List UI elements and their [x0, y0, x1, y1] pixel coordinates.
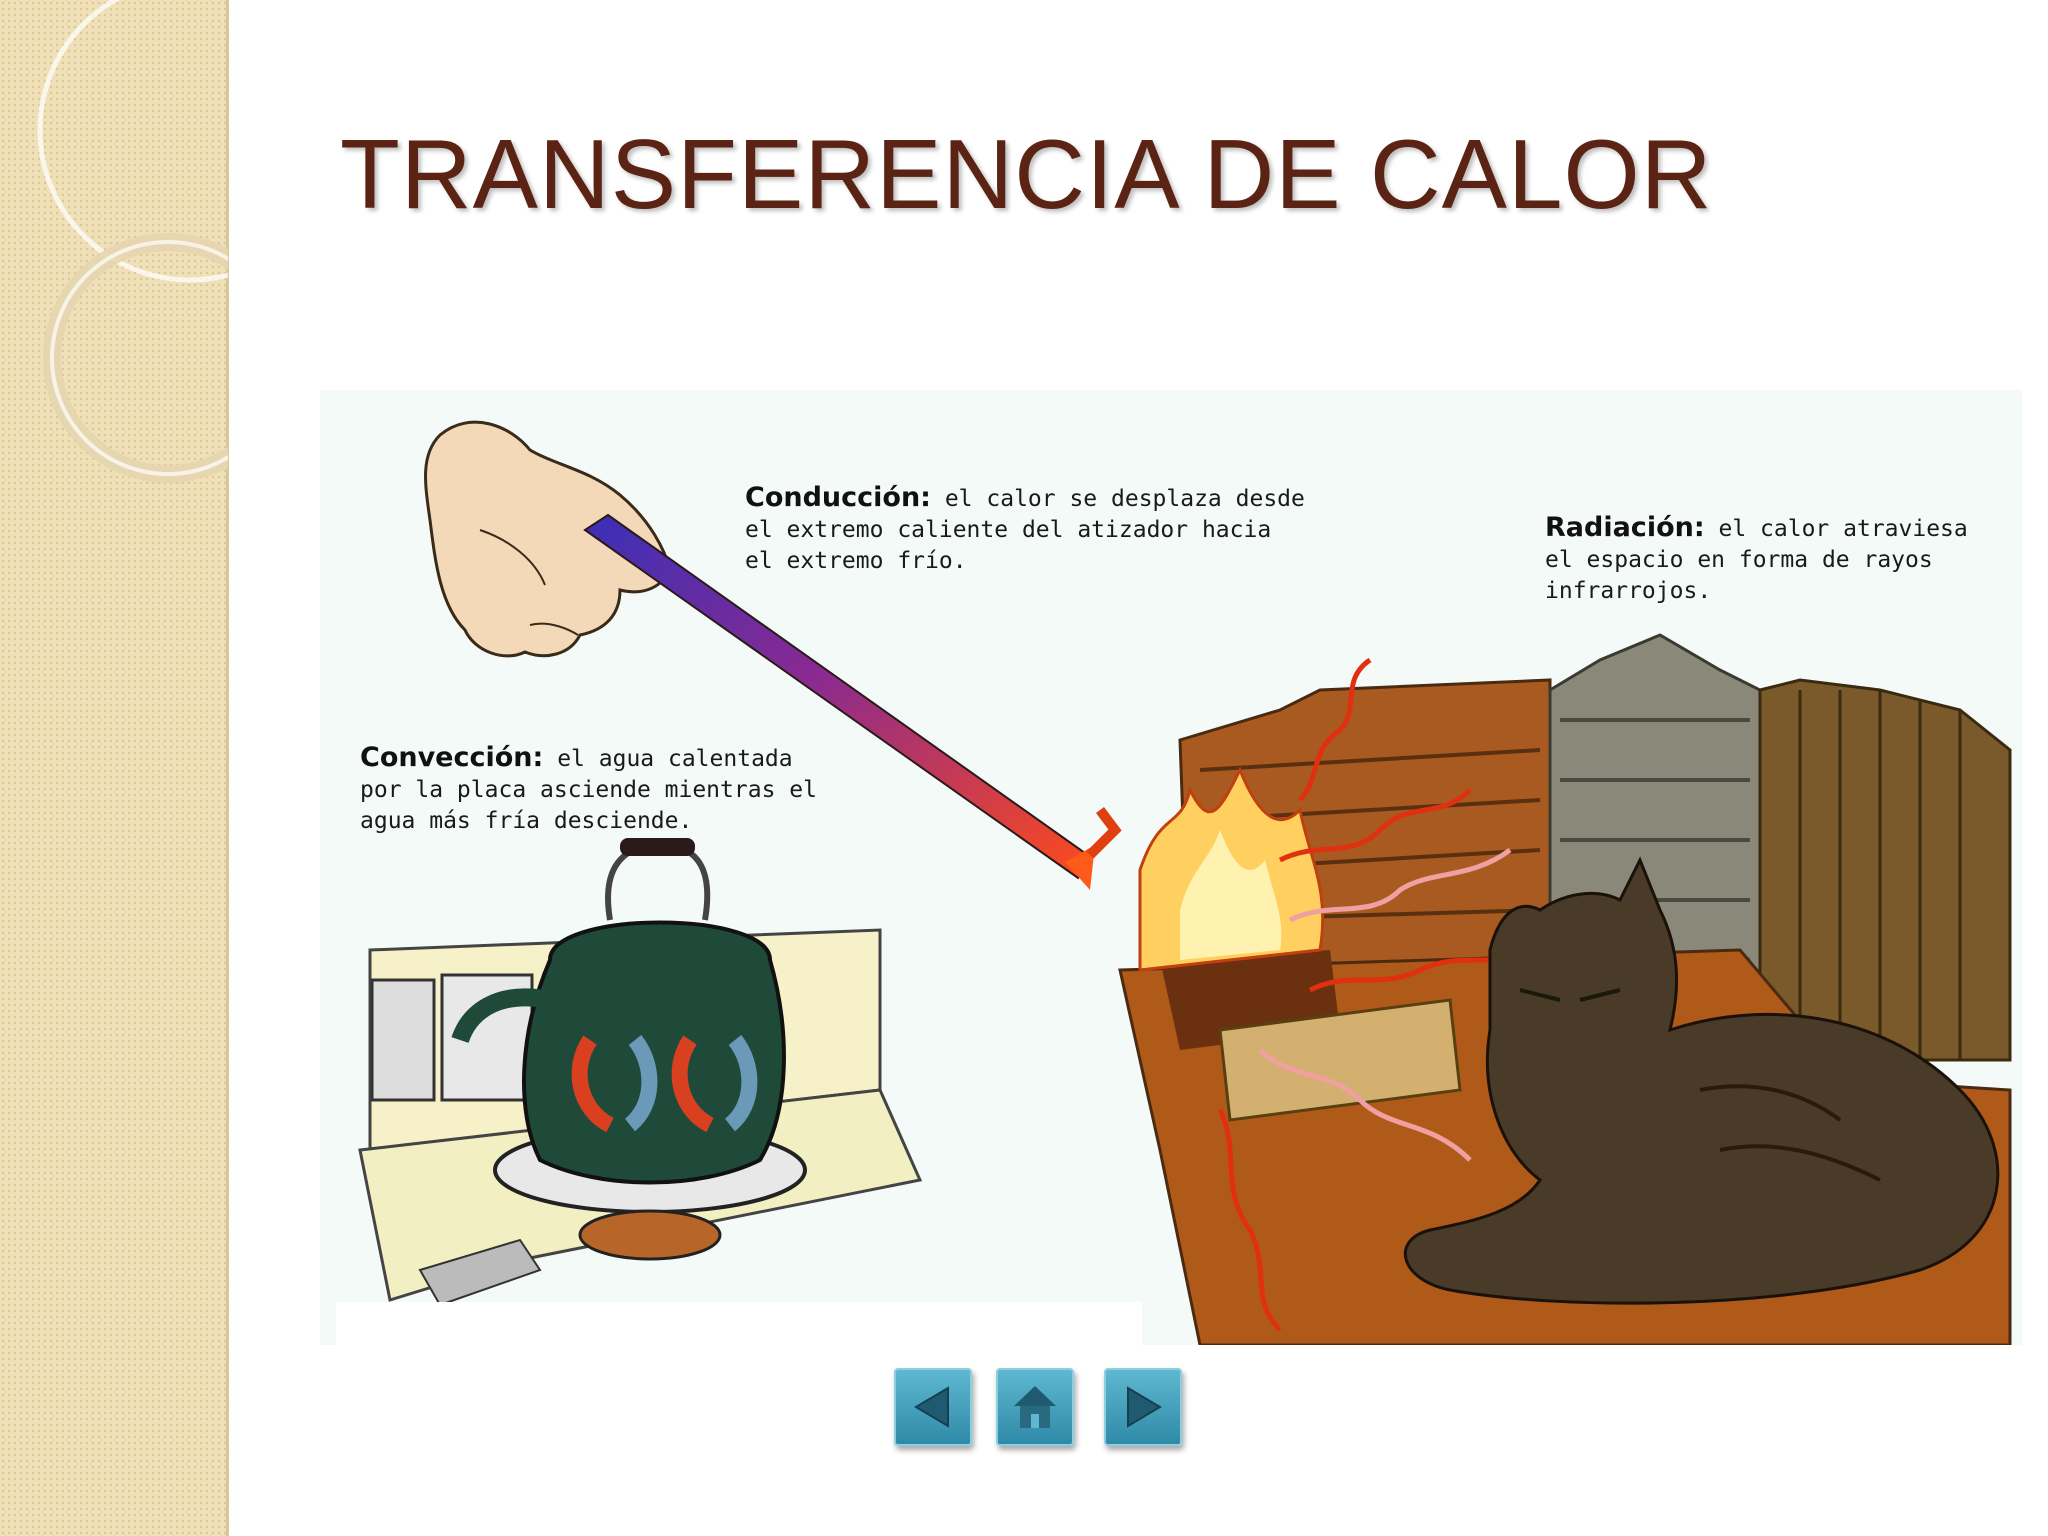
cat-illustration	[1403, 856, 2000, 1305]
caption-conveccion-text: el agua calentada por la placa asciende …	[360, 746, 817, 834]
caption-radiacion-term: Radiación:	[1545, 512, 1705, 543]
caption-radiacion-text: el calor atraviesa el espacio en forma d…	[1545, 516, 1968, 604]
triangle-right-icon	[1127, 1386, 1162, 1428]
hand-illustration	[424, 420, 672, 658]
decorative-rings	[37, 0, 228, 483]
caption-conveccion-term: Convección:	[360, 742, 544, 773]
home-slide-button[interactable]	[996, 1368, 1074, 1446]
heat-transfer-illustration: Conducción: el calor se desplaza desde e…	[320, 390, 2022, 1345]
poker-illustration	[583, 513, 1122, 890]
triangle-left-icon	[914, 1386, 949, 1428]
caption-conduccion-text: el calor se desplaza desde el extremo ca…	[745, 486, 1305, 574]
slide-title: TRANSFERENCIA DE CALOR	[340, 119, 1713, 229]
illustration-bottom-gap	[336, 1302, 1142, 1345]
side-strip-edge	[226, 0, 229, 1536]
house-icon	[1014, 1386, 1056, 1428]
previous-slide-button[interactable]	[894, 1368, 972, 1446]
next-slide-button[interactable]	[1104, 1368, 1182, 1446]
caption-conduccion: Conducción: el calor se desplaza desde e…	[745, 482, 1305, 577]
illustration-artwork	[358, 420, 2012, 1345]
kettle-illustration	[451, 838, 786, 1185]
caption-conduccion-term: Conducción:	[745, 482, 931, 513]
caption-conveccion: Convección: el agua calentada por la pla…	[360, 742, 830, 837]
caption-radiacion: Radiación: el calor atraviesa el espacio…	[1545, 512, 1985, 607]
